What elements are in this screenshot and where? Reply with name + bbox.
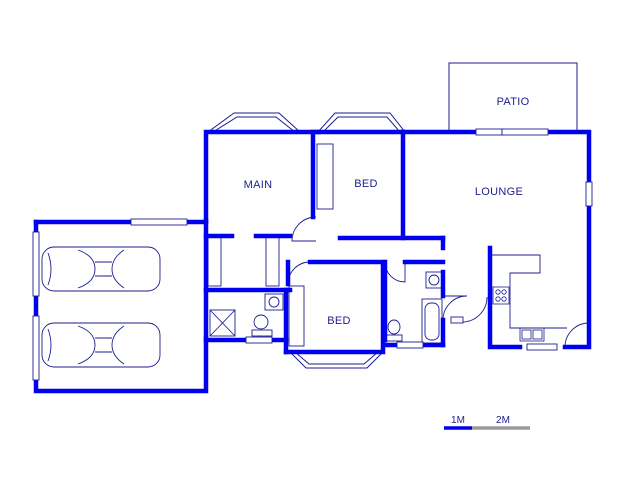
scale-bar: 1M 2M [444,415,530,430]
toilet-icon [251,314,273,337]
room-label-bed: BED [354,178,378,190]
walls [33,129,592,394]
car-icon [41,246,161,292]
scale-label-2m: 2M [496,415,510,426]
basin-icon [264,293,284,311]
stove-icon [492,286,510,305]
shower-icon [209,309,236,337]
bathtub-icon [421,298,443,344]
room-label-lounge: LOUNGE [475,186,523,198]
window [32,128,593,381]
car-icon [41,322,161,368]
scale-label-1m: 1M [451,415,465,426]
kitchen-counter [492,254,567,329]
kitchen-sink-icon [519,327,545,342]
room-label-patio: PATIO [497,96,530,108]
basin-icon [425,271,443,289]
room-label-bed: BED [327,315,351,327]
bay-window [207,112,406,369]
patio-outline [448,62,578,130]
room-label-main: MAIN [244,179,273,191]
toilet-icon [385,319,403,342]
